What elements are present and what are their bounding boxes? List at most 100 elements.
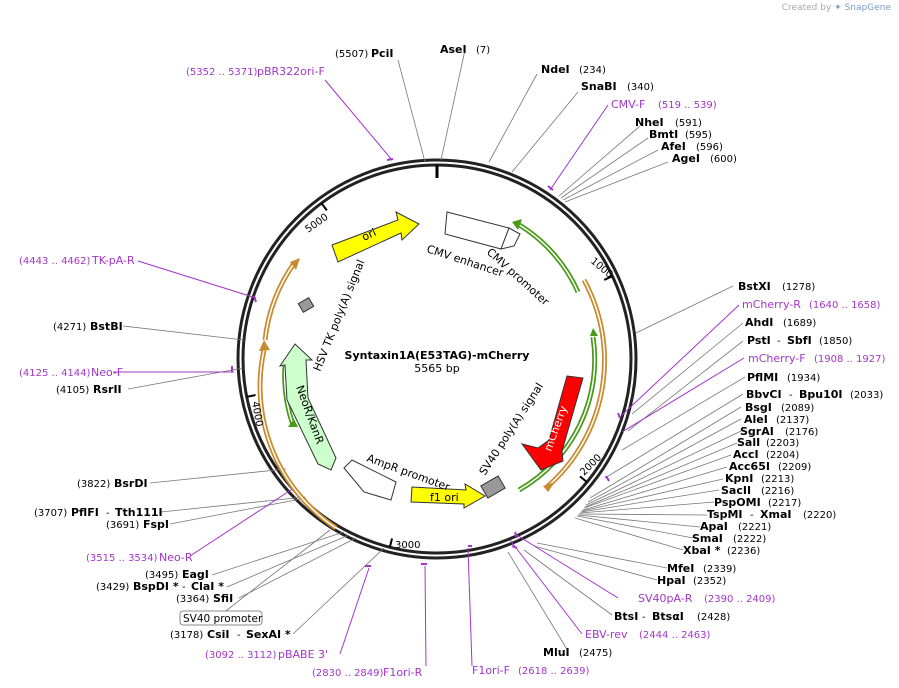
site-sep-psti: - xyxy=(777,336,781,347)
feature-neor[interactable] xyxy=(278,343,337,471)
site-pos-smai: (2222) xyxy=(733,534,766,545)
primer-ebv-rev[interactable]: EBV-rev xyxy=(585,628,628,641)
site-pos-sgrai: (2176) xyxy=(785,427,818,438)
site-pos-bbvci: (2033) xyxy=(850,390,883,401)
feature-ampr-promoter[interactable] xyxy=(343,459,397,501)
site-acci[interactable]: AccI xyxy=(733,448,759,461)
site-sgrai[interactable]: SgrAI xyxy=(740,425,774,438)
primer-mcherry-r[interactable]: mCherry-R xyxy=(742,298,801,311)
snapgene-watermark: Created by ✦ SnapGene xyxy=(782,3,891,13)
site-alei[interactable]: AleI xyxy=(744,413,768,426)
site-asei[interactable]: AseI xyxy=(440,43,467,56)
site-clai[interactable]: ClaI * xyxy=(191,580,224,593)
site-pos-mlui: (2475) xyxy=(579,648,612,659)
feature-mcherry[interactable] xyxy=(520,375,584,471)
site-bstbi[interactable]: BstBI xyxy=(90,320,123,333)
primer-pbabe3[interactable]: pBABE 3' xyxy=(278,648,328,661)
site-pos-sfii: (3364) xyxy=(176,594,209,605)
feature-cmv-enhancer[interactable] xyxy=(444,211,510,250)
feature-ori[interactable] xyxy=(331,211,420,263)
site-nhei[interactable]: NheI xyxy=(635,116,664,129)
site-snabi[interactable]: SnaBI xyxy=(581,80,617,93)
site-labels: (5507) PciI AseI (7) NdeI (234) SnaBI (3… xyxy=(34,43,883,659)
site-afei[interactable]: AfeI xyxy=(661,140,686,153)
site-tspmi[interactable]: TspMI xyxy=(707,508,743,521)
site-pos-hpai: (2352) xyxy=(693,576,726,587)
site-pcii[interactable]: PciI xyxy=(371,47,393,60)
site-pos-bstxi: (1278) xyxy=(782,282,815,293)
site-kpni[interactable]: KpnI xyxy=(725,472,753,485)
primer-neo-r[interactable]: Neo-R xyxy=(159,551,193,564)
site-btsi[interactable]: BtsI xyxy=(614,610,638,623)
site-xmai[interactable]: XmaI xyxy=(760,508,791,521)
site-smai[interactable]: SmaI xyxy=(692,532,723,545)
primer-tk-pa-r[interactable]: TK-pA-R xyxy=(91,254,135,267)
site-acc65i[interactable]: Acc65I xyxy=(729,460,770,473)
site-bbvci[interactable]: BbvCI xyxy=(746,388,782,401)
primer-labels: (5352 .. 5371) pBR322ori-F CMV-F (519 ..… xyxy=(19,65,886,679)
watermark-prefix: Created by xyxy=(781,3,832,13)
primer-range-cmv-f: (519 .. 539) xyxy=(658,100,717,111)
site-pos-pflfi: (3707) xyxy=(34,508,67,519)
site-sfii[interactable]: SfiI xyxy=(213,592,233,605)
site-bsrdi[interactable]: BsrDI xyxy=(114,477,148,490)
feature-cmv-promoter[interactable] xyxy=(500,227,521,250)
primer-range-tk-pa-r: (4443 .. 4462) xyxy=(19,256,91,267)
site-bspdi[interactable]: BspDI * xyxy=(133,580,179,593)
primer-range-ebv-rev: (2444 .. 2463) xyxy=(639,630,711,641)
site-btsai[interactable]: BtsαI xyxy=(652,610,684,623)
primer-f1ori-f[interactable]: F1ori-F xyxy=(472,664,510,677)
primer-range-f1ori-r: (2830 .. 2849) xyxy=(312,668,384,679)
site-sbfi[interactable]: SbfI xyxy=(787,334,812,347)
site-pflmi[interactable]: PflMI xyxy=(747,371,778,384)
primer-range-f1ori-f: (2618 .. 2639) xyxy=(518,666,590,677)
site-psp0mi[interactable]: PspOMI xyxy=(714,496,761,509)
site-pos-mfei: (2339) xyxy=(703,564,736,575)
site-csii[interactable]: CsiI xyxy=(207,628,229,641)
site-sexai[interactable]: SexAI * xyxy=(246,628,291,641)
site-xbai[interactable]: XbaI * xyxy=(683,544,721,557)
site-agei[interactable]: AgeI xyxy=(672,152,700,165)
site-sacii[interactable]: SacII xyxy=(721,484,751,497)
site-bstxi[interactable]: BstXI xyxy=(738,280,771,293)
site-tth111i[interactable]: Tth111I xyxy=(115,506,163,519)
site-apai[interactable]: ApaI xyxy=(700,520,728,533)
site-pos-ndei: (234) xyxy=(579,65,606,76)
site-ahdi[interactable]: AhdI xyxy=(745,316,773,329)
site-bpu10i[interactable]: Bpu10I xyxy=(799,388,843,401)
site-bmti[interactable]: BmtI xyxy=(649,128,678,141)
site-pos-bsrdi: (3822) xyxy=(77,479,110,490)
site-sep-btsi: - xyxy=(642,612,646,623)
site-psti[interactable]: PstI xyxy=(747,334,771,347)
site-bsgi[interactable]: BsgI xyxy=(745,401,772,414)
feature-hsv-tk-polya[interactable] xyxy=(297,296,315,314)
tick-marks xyxy=(246,202,613,548)
feature-f1-ori[interactable] xyxy=(410,483,486,509)
site-pos-psti: (1850) xyxy=(819,336,852,347)
site-ndei[interactable]: NdeI xyxy=(541,63,570,76)
site-eagi[interactable]: EagI xyxy=(182,568,209,581)
sv40-promoter-box[interactable]: SV40 promoter xyxy=(179,610,263,626)
primer-range-neo-f: (4125 .. 4144) xyxy=(19,368,91,379)
site-fspi[interactable]: FspI xyxy=(143,518,169,531)
site-pos-kpni: (2213) xyxy=(761,474,794,485)
site-mlui[interactable]: MluI xyxy=(543,646,570,659)
primer-sv40pa-r[interactable]: SV40pA-R xyxy=(638,592,693,605)
primer-cmv-f[interactable]: CMV-F xyxy=(611,98,645,111)
primer-f1ori-r[interactable]: F1ori-R xyxy=(383,666,423,679)
site-sep-pflfi: - xyxy=(106,508,110,519)
site-mfei[interactable]: MfeI xyxy=(667,562,694,575)
site-hpai[interactable]: HpaI xyxy=(657,574,686,587)
site-pos-acc65i: (2209) xyxy=(778,462,811,473)
site-rsrii[interactable]: RsrII xyxy=(93,383,122,396)
feature-sv40-polya[interactable] xyxy=(480,475,506,499)
site-sali[interactable]: SalI xyxy=(737,436,760,449)
backbone-outer xyxy=(236,158,638,560)
primer-pbr322ori-f[interactable]: pBR322ori-F xyxy=(257,65,325,78)
site-sep-tspmi: - xyxy=(750,510,754,521)
primer-neo-f[interactable]: Neo-F xyxy=(91,366,123,379)
primer-mcherry-f[interactable]: mCherry-F xyxy=(748,352,806,365)
feature-label-f1-ori: f1 ori xyxy=(430,491,459,504)
site-pflfi[interactable]: PflFI xyxy=(71,506,99,519)
